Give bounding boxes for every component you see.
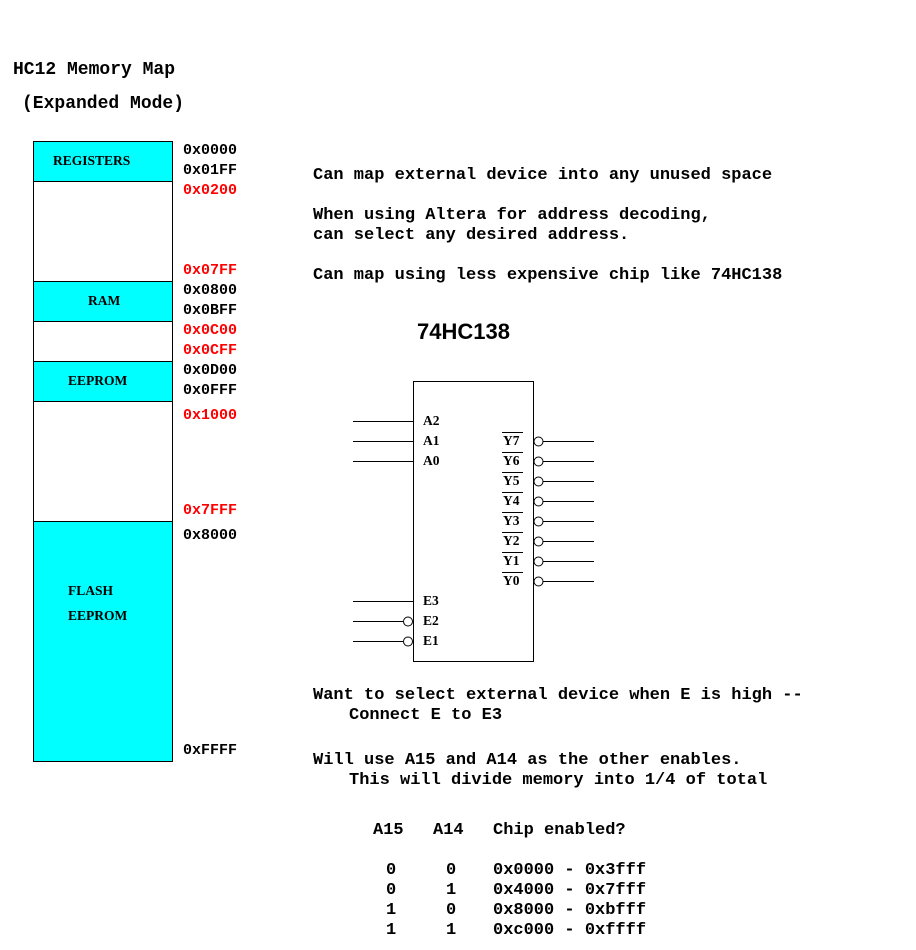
addr-0xffff: 0xFFFF xyxy=(183,742,238,759)
pin-a1: A1 xyxy=(423,433,440,448)
pin-a0: A0 xyxy=(423,453,440,468)
registers-label: REGISTERS xyxy=(53,153,131,168)
addr-0x0200: 0x0200 xyxy=(183,182,238,199)
eeprom-label: EEPROM xyxy=(68,373,128,388)
note-74hc138: Can map using less expensive chip like 7… xyxy=(313,266,783,285)
note-enables-1: Will use A15 and A14 as the other enable… xyxy=(313,751,742,770)
note-altera-2: can select any desired address. xyxy=(313,226,630,245)
pin-e1: E1 xyxy=(423,633,439,648)
unused-block-1 xyxy=(33,181,173,282)
page-subtitle: (Expanded Mode) xyxy=(22,94,185,114)
note-select-1: Want to select external device when E is… xyxy=(313,686,803,705)
header-chip-enabled: Chip enabled? xyxy=(493,821,626,840)
addr-0x0c00: 0x0C00 xyxy=(183,322,238,339)
ram-label: RAM xyxy=(88,293,121,308)
addr-0x07ff: 0x07FF xyxy=(183,262,238,279)
y7-output xyxy=(533,436,594,447)
flash-eeprom-label: EEPROM xyxy=(68,608,128,623)
addr-0x01ff: 0x01FF xyxy=(183,162,238,179)
pin-y5: Y5 xyxy=(503,473,520,488)
addr-0x0cff: 0x0CFF xyxy=(183,342,238,359)
chip-title: 74HC138 xyxy=(417,319,510,344)
pin-y7: Y7 xyxy=(503,433,520,448)
row4-range: 0xc000 - 0xffff xyxy=(493,921,647,940)
row4-a14: 1 xyxy=(446,921,457,940)
row4-a15: 1 xyxy=(386,921,397,940)
pin-e2: E2 xyxy=(423,613,439,628)
pin-y4: Y4 xyxy=(503,493,520,508)
y3-output xyxy=(533,516,594,527)
flash-eeprom-block: FLASH EEPROM xyxy=(33,521,173,762)
row3-a14: 0 xyxy=(446,901,457,920)
y5-output xyxy=(533,476,594,487)
eeprom-block: EEPROM xyxy=(33,361,173,402)
addr-0x0bff: 0x0BFF xyxy=(183,302,238,319)
registers-block: REGISTERS xyxy=(33,141,173,182)
pin-y1: Y1 xyxy=(503,553,520,568)
row1-a15: 0 xyxy=(386,861,397,880)
addr-0x8000: 0x8000 xyxy=(183,527,238,544)
addr-0x7fff: 0x7FFF xyxy=(183,502,238,519)
row2-a14: 1 xyxy=(446,881,457,900)
addr-0x1000: 0x1000 xyxy=(183,407,238,424)
y4-output xyxy=(533,496,594,507)
ram-block: RAM xyxy=(33,281,173,322)
addr-0x0800: 0x0800 xyxy=(183,282,238,299)
pin-y6: Y6 xyxy=(503,453,520,468)
row3-range: 0x8000 - 0xbfff xyxy=(493,901,647,920)
unused-block-2 xyxy=(33,321,173,362)
row1-range: 0x0000 - 0x3fff xyxy=(493,861,647,880)
note-select-2: Connect E to E3 xyxy=(349,706,503,725)
y1-output xyxy=(533,556,594,567)
page-title: HC12 Memory Map xyxy=(13,60,176,80)
note-altera-1: When using Altera for address decoding, xyxy=(313,206,711,225)
pin-y2: Y2 xyxy=(503,533,520,548)
pin-a2: A2 xyxy=(423,413,440,428)
e1-bubble xyxy=(403,636,413,647)
row1-a14: 0 xyxy=(446,861,457,880)
pin-y3: Y3 xyxy=(503,513,520,528)
y6-output xyxy=(533,456,594,467)
flash-label: FLASH xyxy=(68,583,114,598)
row2-a15: 0 xyxy=(386,881,397,900)
header-a15: A15 xyxy=(373,821,404,840)
pin-y0: Y0 xyxy=(503,573,520,588)
chip-body xyxy=(413,381,534,662)
note-enables-2: This will divide memory into 1/4 of tota… xyxy=(349,771,768,790)
addr-0x0d00: 0x0D00 xyxy=(183,362,238,379)
pin-e3: E3 xyxy=(423,593,439,608)
row2-range: 0x4000 - 0x7fff xyxy=(493,881,647,900)
addr-0x0000: 0x0000 xyxy=(183,142,238,159)
row3-a15: 1 xyxy=(386,901,397,920)
addr-0x0fff: 0x0FFF xyxy=(183,382,238,399)
header-a14: A14 xyxy=(433,821,464,840)
y0-output xyxy=(533,576,594,587)
note-unused-space: Can map external device into any unused … xyxy=(313,166,773,185)
y2-output xyxy=(533,536,594,547)
e2-bubble xyxy=(403,616,413,627)
